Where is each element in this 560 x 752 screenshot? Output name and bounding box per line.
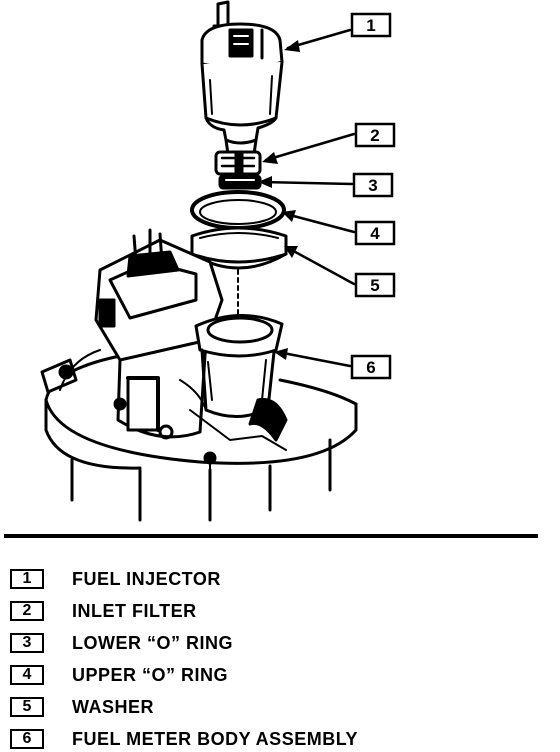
leader-line-3: [260, 180, 354, 186]
arrowhead-2: [262, 152, 278, 164]
callouts: 1 2 3 4 5 6: [350, 12, 396, 380]
legend-divider: [4, 534, 538, 538]
legend-item-1: 1 FUEL INJECTOR: [10, 566, 221, 592]
callout-5: 5: [354, 272, 396, 298]
legend-number-2: 2: [10, 601, 44, 621]
svg-text:6: 6: [366, 358, 375, 377]
exploded-view-illustration: 1 2 3 4 5 6: [40, 0, 396, 522]
svg-text:4: 4: [370, 224, 380, 243]
upper-o-ring-part: [190, 190, 286, 230]
legend-label-4: UPPER “O” RING: [72, 664, 229, 685]
legend-number-5: 5: [10, 697, 44, 717]
legend-item-5: 5 WASHER: [10, 694, 154, 720]
legend-number-3: 3: [10, 633, 44, 653]
lower-o-ring-part: [218, 174, 262, 190]
legend-item-3: 3 LOWER “O” RING: [10, 630, 233, 656]
fuel-meter-body-assembly-part: [40, 228, 358, 522]
legend-label-5: WASHER: [72, 696, 155, 717]
arrowhead-6: [274, 348, 288, 360]
legend-label-3: LOWER “O” RING: [72, 632, 233, 653]
fuel-injector-part: [200, 0, 284, 156]
legend-number-1: 1: [10, 569, 44, 589]
legend-item-4: 4 UPPER “O” RING: [10, 662, 228, 688]
arrowhead-3: [258, 176, 272, 188]
callout-1: 1: [350, 12, 392, 38]
svg-text:3: 3: [368, 176, 377, 195]
arrowheads: [258, 40, 300, 360]
svg-text:2: 2: [370, 126, 379, 145]
legend-number-6: 6: [10, 729, 44, 749]
svg-text:5: 5: [370, 276, 379, 295]
legend-label-1: FUEL INJECTOR: [72, 568, 221, 589]
arrowhead-4: [282, 210, 296, 222]
leader-line-2: [264, 132, 356, 162]
callout-3: 3: [352, 172, 394, 198]
callout-6: 6: [350, 354, 392, 380]
legend-item-2: 2 INLET FILTER: [10, 598, 197, 624]
arrowhead-1: [284, 40, 300, 52]
leader-line-4: [284, 212, 356, 234]
legend-label-6: FUEL METER BODY ASSEMBLY: [72, 728, 359, 749]
legend-item-6: 6 FUEL METER BODY ASSEMBLY: [10, 726, 358, 752]
callout-2: 2: [354, 122, 396, 148]
leader-line-5: [286, 246, 356, 286]
svg-text:1: 1: [366, 16, 375, 35]
inlet-filter-part: [214, 150, 262, 176]
leader-line-6: [276, 350, 352, 368]
legend-number-4: 4: [10, 665, 44, 685]
legend-label-2: INLET FILTER: [72, 600, 197, 621]
callout-4: 4: [354, 220, 396, 246]
arrowhead-5: [284, 246, 298, 258]
